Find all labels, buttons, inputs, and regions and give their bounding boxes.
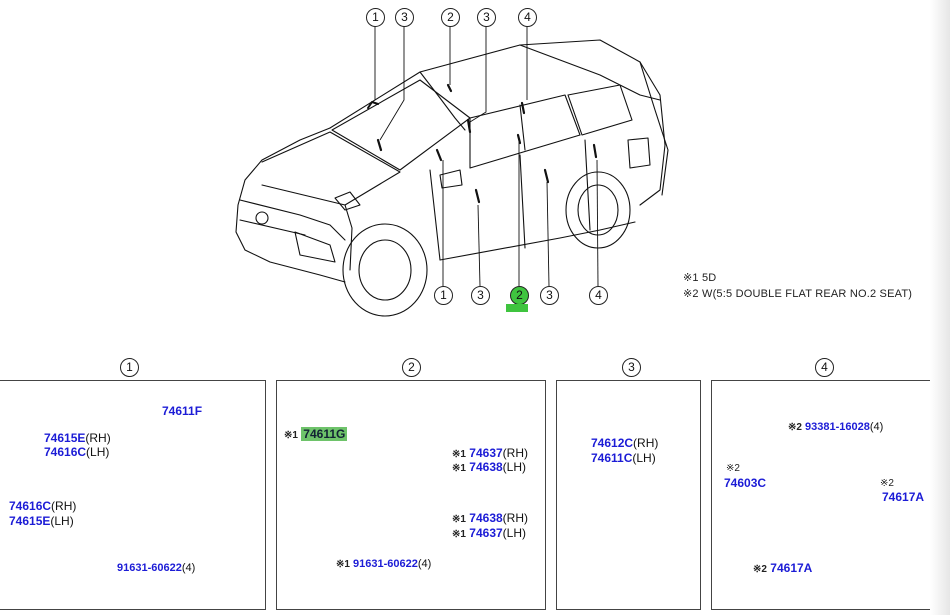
panel-3-frame xyxy=(556,380,701,610)
leader-lines xyxy=(374,26,599,287)
part-link-74617A-b[interactable]: ※2 74617A xyxy=(753,561,813,575)
part-mark-74603C: ※2 xyxy=(726,463,740,474)
part-link-74603C[interactable]: 74603C xyxy=(724,476,767,490)
part-link-74615E-rh[interactable]: 74615E(RH) xyxy=(44,431,111,445)
part-mark-74617A-a: ※2 xyxy=(880,478,894,489)
panel-4-number: 4 xyxy=(815,358,834,377)
part-link-91631-60622-p2[interactable]: ※1 91631-60622(4) xyxy=(336,558,432,570)
callout-2-bottom-highlighted[interactable]: 2 xyxy=(510,286,529,305)
callout-3-top[interactable]: 3 xyxy=(395,8,414,27)
vehicle-drawing xyxy=(235,39,669,317)
callout-4-top[interactable]: 4 xyxy=(518,8,537,27)
note-1: ※1 5D xyxy=(683,272,717,284)
scroll-edge-shade xyxy=(930,0,950,615)
part-link-74616C-lh[interactable]: 74616C(LH) xyxy=(44,445,110,459)
part-link-74611G[interactable]: ※1 74611G xyxy=(284,427,348,441)
part-link-74637-lh[interactable]: ※1 74637(LH) xyxy=(452,526,527,540)
panel-1-number: 1 xyxy=(120,358,139,377)
panel-3-number: 3 xyxy=(622,358,641,377)
callout-1-top[interactable]: 1 xyxy=(366,8,385,27)
part-link-74637-rh[interactable]: ※1 74637(RH) xyxy=(452,446,528,460)
callout-4-bottom[interactable]: 4 xyxy=(589,286,608,305)
callout-highlight-marker xyxy=(506,304,528,312)
part-link-74638-rh[interactable]: ※1 74638(RH) xyxy=(452,511,528,525)
panel-1-frame xyxy=(0,380,266,610)
part-link-74611F[interactable]: 74611F xyxy=(162,404,203,418)
part-link-74611C-lh[interactable]: 74611C(LH) xyxy=(591,451,656,465)
panel-2-number: 2 xyxy=(402,358,421,377)
note-2: ※2 W(5:5 DOUBLE FLAT REAR NO.2 SEAT) xyxy=(683,288,913,300)
variant-notes: ※1 5D ※2 W(5:5 DOUBLE FLAT REAR NO.2 SEA… xyxy=(683,270,912,302)
part-link-74617A-a[interactable]: 74617A xyxy=(882,490,925,504)
panel-2-frame xyxy=(276,380,546,610)
callout-3-bottom-b[interactable]: 3 xyxy=(540,286,559,305)
callout-3-bottom[interactable]: 3 xyxy=(471,286,490,305)
callout-2-top[interactable]: 2 xyxy=(441,8,460,27)
part-link-74616C-rh[interactable]: 74616C(RH) xyxy=(9,499,77,513)
part-link-74612C-rh[interactable]: 74612C(RH) xyxy=(591,436,659,450)
part-link-74638-lh[interactable]: ※1 74638(LH) xyxy=(452,460,527,474)
part-link-93381-16028[interactable]: ※2 93381-16028(4) xyxy=(788,421,884,433)
part-link-74615E-lh[interactable]: 74615E(LH) xyxy=(9,514,74,528)
part-link-91631-60622[interactable]: 91631-60622(4) xyxy=(117,562,196,574)
callout-3-top-b[interactable]: 3 xyxy=(477,8,496,27)
callout-1-bottom[interactable]: 1 xyxy=(434,286,453,305)
